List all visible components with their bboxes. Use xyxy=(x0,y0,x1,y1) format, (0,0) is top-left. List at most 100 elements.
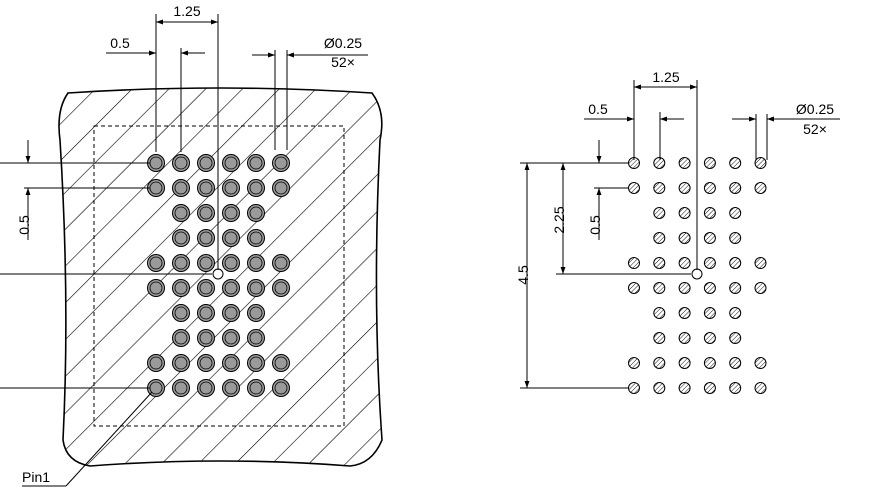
solder-ball xyxy=(729,257,742,269)
solder-ball-inner xyxy=(199,381,213,395)
solder-ball-inner xyxy=(224,256,238,270)
solder-ball xyxy=(754,382,767,394)
solder-ball xyxy=(678,257,691,269)
pin1-label: Pin1 xyxy=(22,469,50,485)
solder-ball-inner xyxy=(199,206,213,220)
solder-ball xyxy=(678,207,691,219)
solder-ball-inner xyxy=(274,356,288,370)
solder-ball-inner xyxy=(224,331,238,345)
solder-ball xyxy=(729,332,742,344)
right-dim-pitch-col: 0.5 xyxy=(588,101,608,117)
solder-ball-inner xyxy=(224,156,238,170)
solder-ball-inner xyxy=(249,306,263,320)
solder-ball xyxy=(703,357,716,369)
solder-ball xyxy=(703,382,716,394)
solder-ball xyxy=(703,232,716,244)
solder-ball-inner xyxy=(249,231,263,245)
solder-ball-inner xyxy=(149,256,163,270)
right-dim-pitch-top: 1.25 xyxy=(652,69,679,85)
solder-ball xyxy=(678,282,691,294)
solder-ball-inner xyxy=(174,331,188,345)
solder-ball xyxy=(678,307,691,319)
solder-ball xyxy=(653,357,666,369)
right-dim-ball-diameter: Ø0.25 xyxy=(796,101,834,117)
solder-ball-inner xyxy=(274,281,288,295)
solder-ball-inner xyxy=(199,331,213,345)
solder-ball xyxy=(729,207,742,219)
solder-ball-inner xyxy=(274,256,288,270)
solder-ball xyxy=(653,257,666,269)
solder-ball-inner xyxy=(174,156,188,170)
left-dim-pitch-row: 0.5 xyxy=(16,215,32,235)
solder-ball xyxy=(678,232,691,244)
solder-ball xyxy=(653,307,666,319)
solder-ball-inner xyxy=(149,356,163,370)
solder-ball-inner xyxy=(249,381,263,395)
solder-ball xyxy=(653,182,666,194)
solder-ball xyxy=(678,382,691,394)
solder-ball-inner xyxy=(249,256,263,270)
solder-ball xyxy=(678,357,691,369)
solder-ball xyxy=(754,357,767,369)
solder-ball-inner xyxy=(199,281,213,295)
solder-ball xyxy=(678,157,691,169)
body-dashed-outline xyxy=(93,125,345,427)
solder-ball-inner xyxy=(224,281,238,295)
left-ball-array xyxy=(147,154,290,397)
solder-ball-inner xyxy=(174,381,188,395)
left-dimensions xyxy=(0,14,368,487)
solder-ball xyxy=(628,382,640,394)
solder-ball xyxy=(754,282,767,294)
right-ball-array xyxy=(628,157,767,394)
solder-ball xyxy=(754,182,767,194)
solder-ball xyxy=(653,157,666,169)
solder-ball xyxy=(729,157,742,169)
solder-ball-inner xyxy=(249,331,263,345)
solder-ball xyxy=(653,207,666,219)
solder-ball xyxy=(703,332,716,344)
solder-ball-inner xyxy=(249,281,263,295)
solder-ball-inner xyxy=(199,231,213,245)
solder-ball xyxy=(703,207,716,219)
solder-ball xyxy=(703,257,716,269)
solder-ball-inner xyxy=(224,206,238,220)
solder-ball xyxy=(754,157,767,169)
solder-ball xyxy=(628,357,640,369)
right-dim-ball-count: 52× xyxy=(803,121,827,137)
right-dim-center-offset: 2.25 xyxy=(551,206,567,233)
solder-ball-inner xyxy=(274,181,288,195)
solder-ball-inner xyxy=(249,181,263,195)
solder-ball-inner xyxy=(174,356,188,370)
solder-ball xyxy=(703,157,716,169)
solder-ball-inner xyxy=(249,356,263,370)
solder-ball-inner xyxy=(174,281,188,295)
solder-ball xyxy=(703,182,716,194)
solder-ball xyxy=(628,182,640,194)
left-view: 1.25 0.5 Ø0.25 52× 0.5 Pin1 xyxy=(0,3,383,487)
right-dimensions xyxy=(520,80,840,389)
solder-ball-inner xyxy=(274,156,288,170)
solder-ball-inner xyxy=(174,231,188,245)
solder-ball xyxy=(729,282,742,294)
left-dim-ball-count: 52× xyxy=(331,54,355,70)
solder-ball-inner xyxy=(199,256,213,270)
solder-ball-inner xyxy=(174,181,188,195)
solder-ball xyxy=(729,232,742,244)
solder-ball-inner xyxy=(224,181,238,195)
solder-ball xyxy=(653,282,666,294)
solder-ball-inner xyxy=(224,231,238,245)
solder-ball-inner xyxy=(174,306,188,320)
solder-ball xyxy=(729,382,742,394)
solder-ball-inner xyxy=(174,206,188,220)
solder-ball xyxy=(678,182,691,194)
solder-ball xyxy=(703,307,716,319)
solder-ball xyxy=(653,382,666,394)
solder-ball xyxy=(729,182,742,194)
solder-ball-inner xyxy=(149,281,163,295)
left-dim-pitch-col: 0.5 xyxy=(110,35,130,51)
solder-ball xyxy=(628,282,640,294)
solder-ball xyxy=(703,282,716,294)
left-dim-pitch-top: 1.25 xyxy=(173,3,200,19)
solder-ball xyxy=(653,332,666,344)
